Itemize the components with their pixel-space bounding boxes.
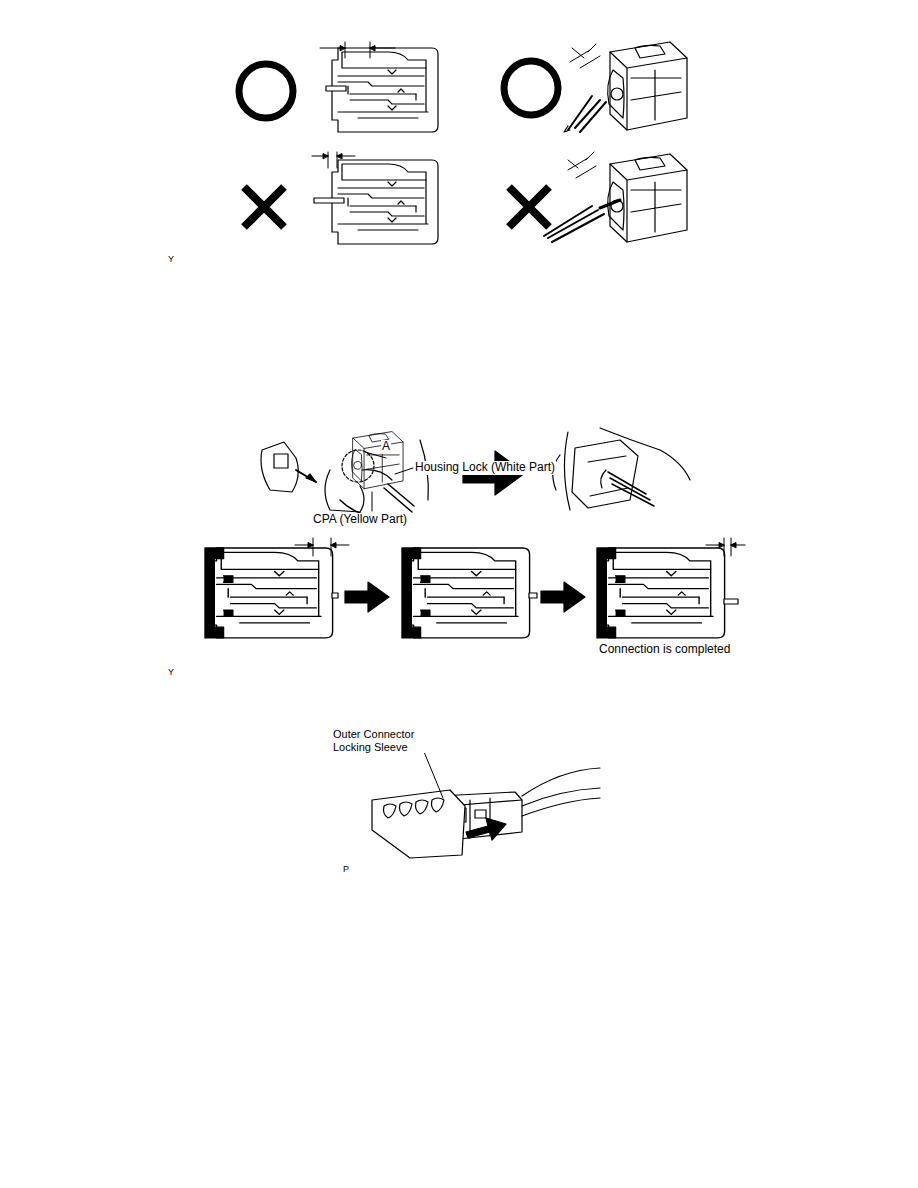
part-label: P [342, 864, 350, 874]
block-arrow [466, 818, 506, 840]
connector-iso-view [544, 42, 687, 242]
dimension-mark [706, 538, 745, 556]
hand-illustration [572, 440, 638, 508]
connector-iso-view [564, 126, 570, 132]
dimension-mark [719, 543, 736, 548]
connector-side-view [332, 160, 438, 244]
connector-side-view [314, 198, 344, 203]
hand-illustration [342, 450, 374, 482]
hand-illustration [564, 428, 690, 510]
dimension-mark [320, 42, 395, 58]
ng-mark [509, 187, 549, 227]
dimension-mark [570, 44, 600, 68]
hand-illustration [261, 432, 428, 520]
hand-illustration [372, 492, 373, 511]
hand-illustration [306, 474, 316, 482]
part-label: A [381, 440, 391, 454]
part-label: Housing Lock (White Part) [414, 461, 556, 475]
connector-cross-section [597, 548, 625, 638]
dimension-mark [568, 152, 596, 178]
block-arrow [466, 818, 506, 840]
connector-cross-section [529, 593, 537, 598]
ok-mark [239, 64, 293, 118]
hand-illustration [395, 468, 413, 474]
dimension-mark [568, 44, 600, 178]
hand-illustration [351, 432, 403, 489]
hand-illustration [325, 470, 392, 512]
dimension-mark [295, 538, 349, 556]
block-arrow [345, 582, 389, 612]
part-label: Y [167, 254, 175, 264]
connector-iso-view [608, 154, 687, 242]
ok-mark [504, 61, 558, 115]
part-label: Outer Connector Locking Sleeve [332, 728, 434, 753]
connector-iso-view [544, 206, 604, 242]
connector-cross-section [724, 599, 738, 604]
connector-side-view [326, 86, 346, 91]
dimension-mark [340, 46, 375, 51]
block-arrow [541, 582, 585, 612]
hand-illustration [372, 790, 465, 858]
hand-illustration [384, 798, 445, 818]
part-label: CPA (Yellow Part) [312, 513, 408, 527]
hand-illustration [261, 442, 298, 492]
connector-cross-section [205, 548, 738, 638]
dimension-mark [312, 42, 395, 168]
part-label: Y [167, 667, 175, 677]
hand-illustration [553, 428, 690, 510]
connector-iso-view [568, 96, 606, 132]
dimension-mark [312, 152, 355, 168]
dimension-mark [308, 543, 336, 548]
connector-iso-view [608, 42, 687, 130]
connector-side-view [314, 48, 438, 244]
connector-cross-section [205, 548, 233, 638]
connector-cross-section [210, 548, 333, 638]
hand-illustration [296, 470, 316, 482]
ng-mark [244, 187, 284, 227]
connector-iso-view [600, 200, 620, 208]
hand-illustration [522, 768, 600, 816]
connector-cross-section [332, 593, 338, 598]
connector-cross-section [402, 548, 430, 638]
hand-illustration [608, 472, 654, 506]
block-arrow [345, 582, 585, 612]
connector-cross-section [602, 548, 725, 638]
hand-illustration [372, 742, 600, 858]
connector-cross-section [407, 548, 530, 638]
dimension-mark [295, 538, 745, 556]
dimension-mark [323, 154, 342, 159]
part-label: Connection is completed [598, 643, 731, 657]
hand-illustration [274, 454, 288, 468]
connector-side-view [332, 48, 438, 132]
